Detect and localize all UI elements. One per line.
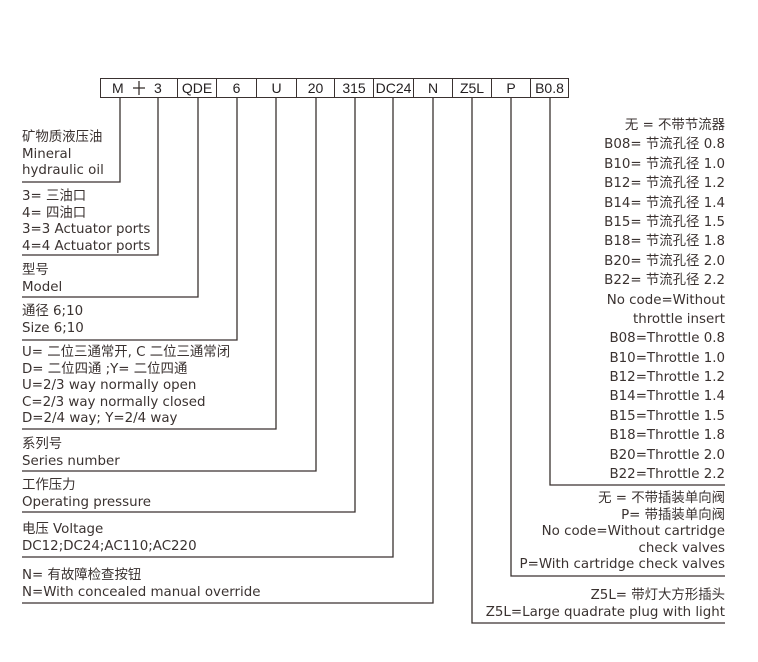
text-line: B15=Throttle 1.5 [609, 408, 725, 424]
text-line: 3=3 Actuator ports [22, 222, 151, 237]
text-line: B18=Throttle 1.8 [609, 428, 725, 444]
text-line: 矿物质液压油 [22, 130, 103, 145]
text-line: B12= 节流孔径 1.2 [604, 176, 725, 192]
text-line: P= 带插装单向阀 [621, 507, 725, 523]
fluid-description: 矿物质液压油 Mineral hydraulic oil [22, 130, 104, 180]
text-line: 系列号 [22, 437, 63, 452]
text-line: B10=Throttle 1.0 [609, 350, 725, 366]
code-box-plug: Z5L [452, 78, 492, 98]
text-line: throttle insert [632, 311, 725, 327]
voltage-description: 电压 Voltage DC12;DC24;AC110;AC220 [22, 522, 197, 555]
text-line: N= 有故障检查按钮 [22, 568, 142, 583]
text-line: 4=4 Actuator ports [22, 238, 151, 254]
code-box-fluid-ports: M 3 [100, 78, 178, 98]
text-line: N=With concealed manual override [22, 584, 261, 600]
ports-description: 3= 三油口 4= 四油口 3=3 Actuator ports 4=4 Act… [22, 189, 150, 255]
text-line: B08= 节流孔径 0.8 [604, 137, 725, 153]
text-line: U= 二位三通常开, C 二位三通常闭 [22, 345, 231, 360]
text-line: U=2/3 way normally open [22, 378, 197, 393]
text-line: 无 = 不带插装单向阀 [598, 491, 725, 506]
code-box-override: N [413, 78, 453, 98]
code-box-model: QDE [177, 78, 217, 98]
text-line: B08=Throttle 0.8 [609, 331, 725, 347]
code-box-size: 6 [216, 78, 257, 98]
text-line: hydraulic oil [22, 163, 104, 178]
text-line: D= 二位四通 ;Y= 二位四通 [22, 361, 188, 377]
check-valve-description: 无 = 不带插装单向阀 P= 带插装单向阀 No code=Without ca… [520, 491, 725, 574]
text-line: Model [22, 279, 63, 295]
text-line: Size 6;10 [22, 320, 84, 336]
text-line: B10= 节流孔径 1.0 [604, 156, 725, 172]
model-description: 型号 Model [22, 263, 62, 296]
text-line: B20=Throttle 2.0 [609, 447, 725, 463]
text-line: C=2/3 way normally closed [22, 394, 206, 410]
text-line: P=With cartridge check valves [519, 557, 725, 572]
text-line: Z5L=Large quadrate plug with light [485, 604, 725, 620]
text-line: Z5L= 带灯大方形插头 [590, 588, 725, 603]
text-line: 4= 四油口 [22, 205, 87, 221]
text-line: 通径 6;10 [22, 304, 84, 319]
text-line: B18= 节流孔径 1.8 [604, 234, 725, 250]
size-description: 通径 6;10 Size 6;10 [22, 304, 84, 337]
text-line: B22= 节流孔径 2.2 [604, 273, 725, 289]
text-line: 工作压力 [22, 478, 76, 493]
series-description: 系列号 Series number [22, 437, 120, 470]
text-line: No code=Without [606, 292, 725, 308]
text-line: Mineral [22, 146, 72, 162]
text-line: D=2/4 way; Y=2/4 way [22, 411, 178, 426]
text-line: 电压 Voltage [22, 522, 104, 537]
text-line: Operating pressure [22, 494, 152, 510]
code-box-pressure: 315 [334, 78, 374, 98]
text-line: No code=Without cartridge [541, 524, 725, 539]
code-box-throttle: B0.8 [530, 78, 569, 98]
pressure-description: 工作压力 Operating pressure [22, 478, 151, 511]
text-line: B20= 节流孔径 2.0 [604, 253, 725, 269]
plug-description: Z5L= 带灯大方形插头 Z5L=Large quadrate plug wit… [486, 588, 725, 621]
code-box-voltage: DC24 [373, 78, 414, 98]
text-line: check valves [638, 540, 725, 556]
code-ports: 3 [154, 80, 162, 96]
text-line: 型号 [22, 263, 49, 278]
text-line: DC12;DC24;AC110;AC220 [22, 538, 197, 554]
text-line: 无 = 不带节流器 [624, 118, 725, 133]
code-box-series: 20 [296, 78, 335, 98]
override-description: N= 有故障检查按钮 N=With concealed manual overr… [22, 568, 260, 601]
text-line: B12=Throttle 1.2 [609, 370, 725, 386]
text-line: Series number [22, 453, 120, 469]
text-line: B14= 节流孔径 1.4 [604, 195, 725, 211]
code-fluid: M [112, 80, 124, 96]
text-line: 3= 三油口 [22, 189, 87, 204]
code-box-function: U [256, 78, 297, 98]
function-description: U= 二位三通常开, C 二位三通常闭 D= 二位四通 ;Y= 二位四通 U=2… [22, 345, 230, 428]
code-box-check-valve: P [491, 78, 531, 98]
text-line: B14=Throttle 1.4 [609, 389, 725, 405]
text-line: B22=Throttle 2.2 [609, 467, 725, 483]
text-line: B15= 节流孔径 1.5 [604, 214, 725, 230]
